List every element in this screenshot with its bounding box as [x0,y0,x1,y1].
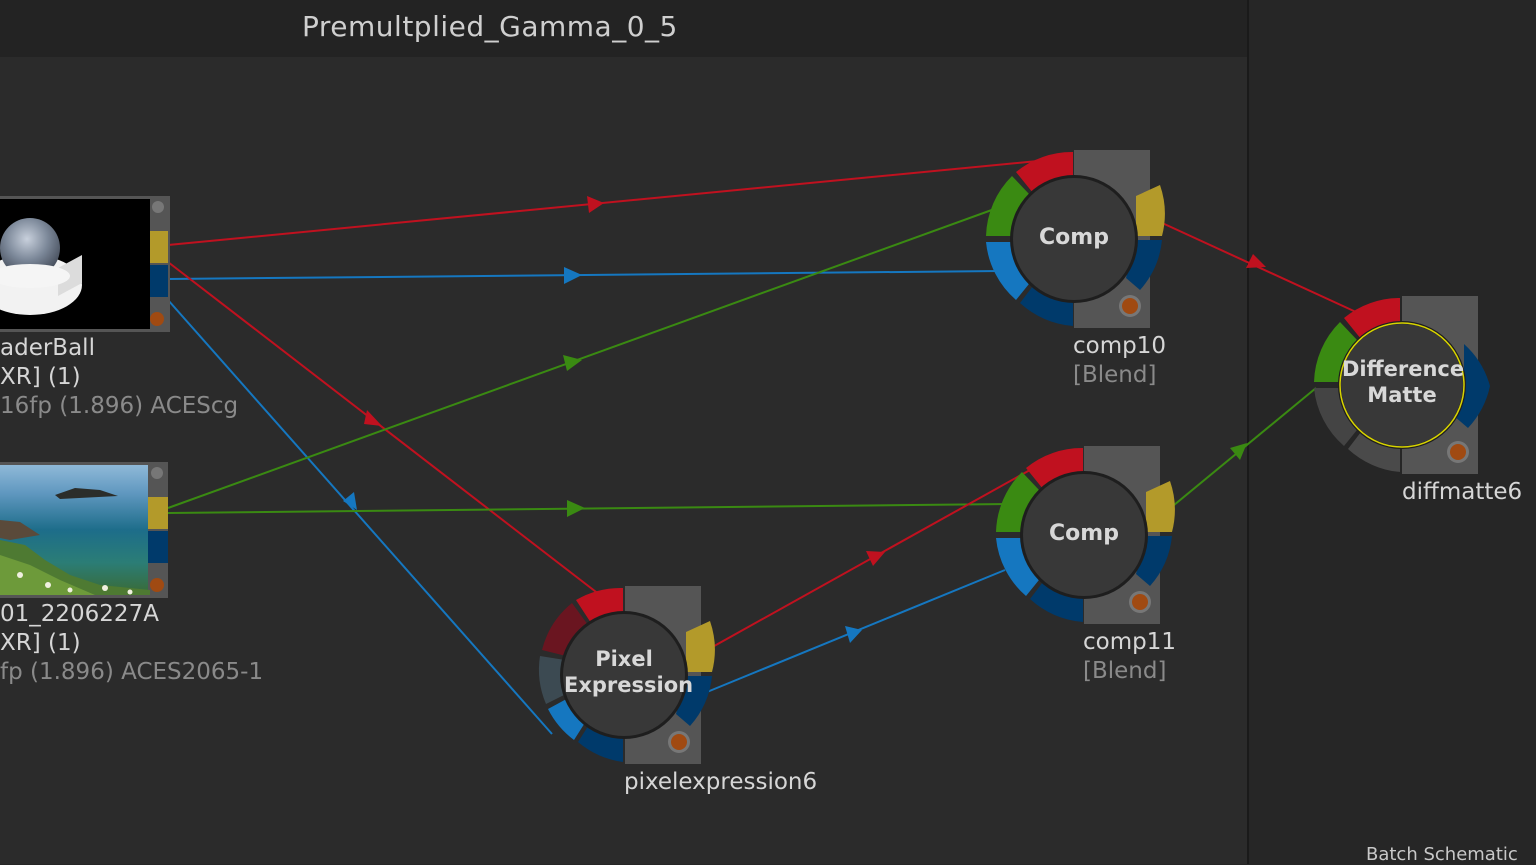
clip-name: aderBall [0,335,95,361]
link-green-1 [167,206,1001,509]
pixelexpression-title-line1: Pixel [595,647,653,671]
comp10-title: Comp [1039,225,1109,250]
node-name: comp11 [1083,629,1176,655]
panel-divider[interactable] [1247,0,1249,864]
pixelexpression-title-line2: Expression [564,673,694,697]
comp11-title: Comp [1049,521,1119,546]
link-green-2 [167,503,1011,514]
link-red-1 [167,159,1049,246]
arrow-icon [1246,254,1266,268]
arrow-icon [343,492,357,510]
node-name: diffmatte6 [1402,479,1523,505]
link-red-3 [706,469,1031,651]
diffmatte6-label[interactable]: diffmatte6 [1402,478,1522,507]
group-title: Premultplied_Gamma_0_5 [302,10,678,43]
clip-node-shaderball[interactable] [0,196,170,332]
arrow-icon [364,410,382,426]
node-mode: [Blend] [1083,658,1167,684]
clip-meta: fp (1.896) ACES2065-1 [0,659,264,685]
link-red-2 [167,261,601,596]
batch-schematic-label: Batch Schematic [1366,844,1518,865]
diffmatte-title-line1: Difference [1342,357,1465,381]
node-comp11[interactable] [996,446,1175,624]
arrow-icon [567,500,585,517]
arrow-icon [563,355,582,371]
link-arrows [343,196,1266,643]
arrow-icon [1230,443,1247,460]
clip-format: XR] (1) [0,364,81,390]
arrow-icon [845,626,862,643]
comp10-label[interactable]: comp10 [Blend] [1073,332,1166,390]
node-comp10[interactable] [986,150,1165,328]
comp11-label[interactable]: comp11 [Blend] [1083,628,1176,686]
clip-node-coast[interactable] [0,462,168,598]
node-name: pixelexpression6 [624,769,818,795]
arrow-icon [866,551,885,566]
node-name: comp10 [1073,333,1166,359]
link-blue-2 [167,299,553,735]
clip-name: 01_2206227A [0,601,159,627]
node-pixelexpression6[interactable] [538,586,715,764]
connection-links[interactable] [167,159,1357,735]
link-blue-1 [167,270,1001,280]
pixelexpression6-label[interactable]: pixelexpression6 [624,768,817,797]
clip1-label[interactable]: aderBall XR] (1) 16fp (1.896) ACEScg [0,334,238,421]
selection-ring [1339,322,1465,448]
clip-format: XR] (1) [0,630,81,656]
group-header[interactable]: Premultplied_Gamma_0_5 [0,0,1247,57]
clip2-label[interactable]: 01_2206227A XR] (1) fp (1.896) ACES2065-… [0,600,263,687]
arrow-icon [564,267,582,284]
node-mode: [Blend] [1073,362,1157,388]
arrow-icon [587,196,604,213]
node-diffmatte6[interactable] [1314,296,1490,474]
diffmatte-title-line2: Matte [1367,383,1437,407]
clip-meta: 16fp (1.896) ACEScg [0,393,239,419]
